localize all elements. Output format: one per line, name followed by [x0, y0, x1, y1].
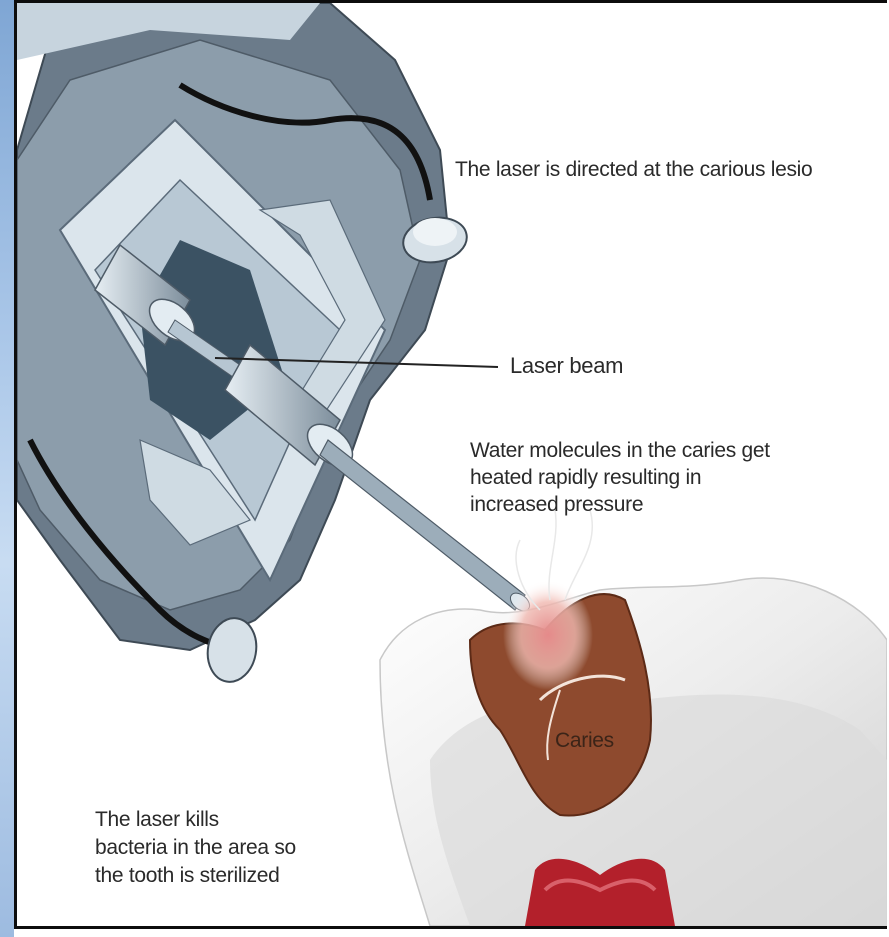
- label-kills-line: The laser kills: [95, 806, 355, 834]
- knob-upper-face: [413, 218, 457, 246]
- label-caries: Caries: [555, 729, 614, 753]
- label-kills-line: the tooth is sterilized: [95, 862, 355, 890]
- label-kills-line: bacteria in the area so: [95, 834, 355, 862]
- heat-glow: [503, 580, 593, 690]
- label-water-line: heated rapidly resulting in: [470, 464, 850, 491]
- label-water-molecules: Water molecules in the caries get heated…: [470, 437, 850, 518]
- label-water-line: increased pressure: [470, 491, 850, 518]
- label-laser-beam: Laser beam: [510, 353, 623, 379]
- label-laser-directed: The laser is directed at the carious les…: [455, 158, 812, 182]
- label-laser-kills: The laser kills bacteria in the area so …: [95, 806, 355, 890]
- label-water-line: Water molecules in the caries get: [470, 437, 850, 464]
